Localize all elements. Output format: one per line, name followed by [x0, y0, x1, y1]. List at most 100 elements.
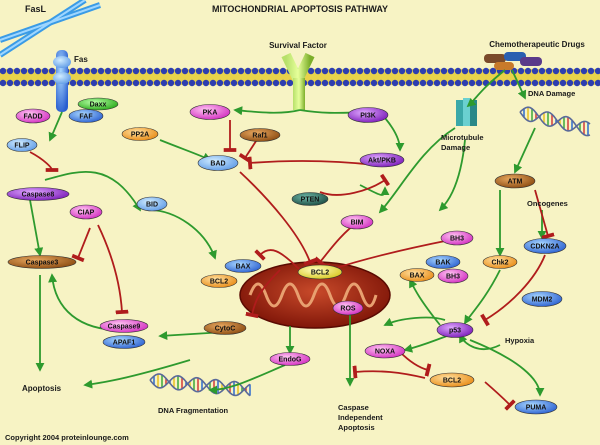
node-label: APAF1 [113, 340, 136, 347]
lipid-head [132, 67, 140, 75]
lipid-head [139, 79, 147, 87]
fas-label: Fas [74, 55, 88, 64]
lipid-head [377, 67, 385, 75]
lipid-head [167, 67, 175, 75]
node-shape [77, 97, 119, 111]
node-shape [7, 255, 77, 269]
node-atm: ATM [494, 173, 536, 189]
lipid-head [482, 67, 490, 75]
lipid-head [13, 79, 21, 87]
lipid-head [272, 67, 280, 75]
node-flip: FLIP [6, 138, 38, 152]
lipid-head [258, 67, 266, 75]
lipid-head [433, 67, 441, 75]
node-label: BH3 [446, 274, 460, 281]
lipid-head [125, 79, 133, 87]
lipid-head [580, 79, 588, 87]
lipid-head [342, 79, 350, 87]
node-shape [332, 300, 364, 316]
node-label: BCL2 [311, 270, 329, 277]
lipid-head [188, 67, 196, 75]
lipid-head [125, 67, 133, 75]
node-bim: BIM [340, 214, 374, 230]
node-puma: PUMA [514, 399, 558, 415]
node-shape [359, 152, 405, 168]
lipid-head [307, 79, 315, 87]
chemotherapeutic-drugs-label: Chemotherapeutic Drugs [489, 40, 585, 49]
lipid-head [48, 79, 56, 87]
lipid-head [111, 79, 119, 87]
node-apaf1: APAF1 [102, 335, 146, 349]
lipid-head [566, 79, 574, 87]
lipid-head [181, 67, 189, 75]
lipid-head [118, 79, 126, 87]
node-shape [15, 108, 51, 124]
lipid-head [230, 67, 238, 75]
lipid-head [370, 67, 378, 75]
apoptosis-label: Apoptosis [22, 384, 62, 393]
lipid-head [286, 79, 294, 87]
lipid-head [153, 79, 161, 87]
node-shape [68, 109, 104, 123]
lipid-head [13, 67, 21, 75]
lipid-head [27, 79, 35, 87]
lipid-head [356, 67, 364, 75]
lipid-head [307, 67, 315, 75]
lipid-head [279, 67, 287, 75]
pathway-nodes: FADDDaxxFAFFLIPCaspase8BIDCIAPCaspase3Ca… [6, 97, 567, 415]
lipid-head [209, 79, 217, 87]
node-label: CDKN2A [530, 244, 559, 251]
lipid-head [0, 67, 7, 75]
lipid-head [34, 67, 42, 75]
node-shape [436, 322, 474, 338]
lipid-head [384, 67, 392, 75]
lipid-head [90, 67, 98, 75]
lipid-head [20, 79, 28, 87]
lipid-head [230, 79, 238, 87]
lipid-head [6, 79, 14, 87]
node-faf: FAF [68, 109, 104, 123]
lipid-head [552, 67, 560, 75]
lipid-head [160, 67, 168, 75]
lipid-head [237, 79, 245, 87]
lipid-head [97, 79, 105, 87]
lipid-head [566, 67, 574, 75]
lipid-head [440, 67, 448, 75]
node-label: ATM [508, 179, 523, 186]
dna-damage-helix-icon [519, 106, 591, 137]
node-shape [239, 128, 281, 142]
lipid-head [440, 79, 448, 87]
node-shape [523, 238, 567, 254]
node-shape [197, 155, 239, 171]
node-raf1: Raf1 [239, 128, 281, 142]
lipid-head [146, 67, 154, 75]
node-cdkn2a: CDKN2A [523, 238, 567, 254]
lipid-head [314, 79, 322, 87]
node-shape [99, 319, 149, 333]
lipid-head [377, 79, 385, 87]
lipid-head [426, 79, 434, 87]
node-shape [189, 104, 231, 120]
dna-strand [149, 373, 251, 397]
lipid-head [489, 67, 497, 75]
node-pp2a: PP2A [121, 127, 159, 141]
node-label: PTEN [301, 197, 320, 204]
node-label: PUMA [526, 405, 547, 412]
lipid-head [594, 67, 600, 75]
node-endog: EndoG [269, 352, 311, 366]
node-label: MDM2 [532, 297, 553, 304]
node-label: NOXA [375, 349, 395, 356]
node-shape [69, 204, 103, 220]
node-label: BAX [410, 273, 425, 280]
node-chk2: Chk2 [482, 255, 518, 269]
node-shape [121, 127, 159, 141]
caspase-independent-label-3: Apoptosis [338, 423, 375, 432]
node-caspase9: Caspase9 [99, 319, 149, 333]
lipid-head [419, 79, 427, 87]
lipid-head [363, 79, 371, 87]
node-shape [494, 173, 536, 189]
lipid-head [244, 67, 252, 75]
node-label: BH3 [450, 236, 464, 243]
lipid-head [552, 79, 560, 87]
